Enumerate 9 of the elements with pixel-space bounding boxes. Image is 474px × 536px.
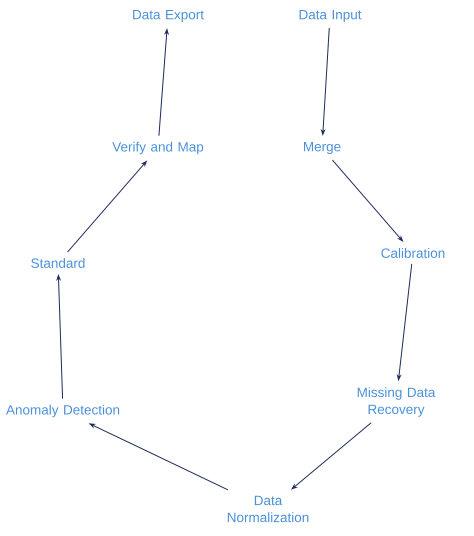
step-label: Merge: [304, 142, 341, 154]
step-label: Missing Data Recovery: [358, 387, 436, 417]
step-label: Standard: [31, 258, 85, 268]
step-label: Data Normalization: [228, 496, 308, 522]
step-label: Data Export: [133, 10, 204, 22]
step-label: Anomaly Detection: [6, 404, 120, 418]
step-label: Calibration: [381, 248, 444, 258]
step-label: Data Input: [300, 10, 362, 22]
step-label: Verify and Map: [112, 142, 204, 154]
